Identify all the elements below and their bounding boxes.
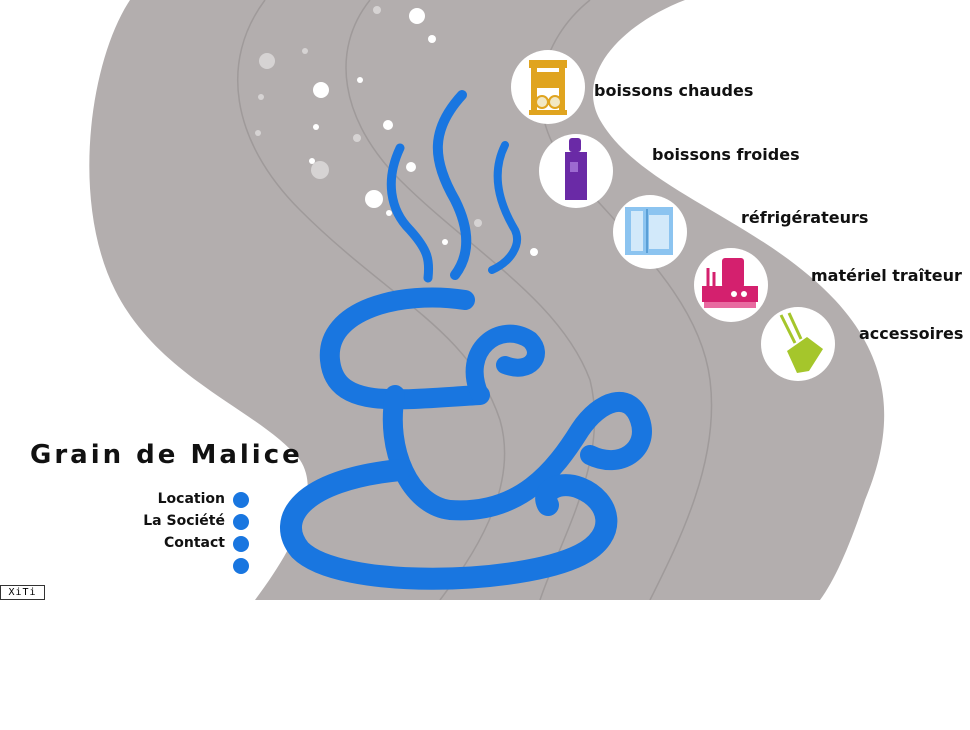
- refrigerator-icon: [625, 207, 673, 255]
- category-label: matériel traîteur: [811, 266, 962, 285]
- category-image: [761, 307, 835, 381]
- category-image: [694, 248, 768, 322]
- bullet-icon: [233, 558, 249, 574]
- steam-icon: [386, 90, 521, 283]
- nav-location[interactable]: Location: [140, 490, 249, 510]
- bullet-icon: [233, 536, 249, 552]
- coffee-cup-icon: [280, 287, 652, 590]
- background-art: [89, 0, 885, 600]
- category-image: [539, 134, 613, 208]
- category-label: boissons froides: [652, 145, 800, 164]
- home-banner: boissons chaudes boissons froides réfrig…: [0, 0, 964, 600]
- bullet-icon: [233, 514, 249, 530]
- bullet-icon: [233, 492, 249, 508]
- main-nav: Location La Société Contact: [140, 490, 249, 580]
- water-cooler-icon: [565, 138, 587, 200]
- bubbles: [255, 6, 538, 256]
- category-image: [613, 195, 687, 269]
- coffee-machine-icon: [529, 60, 567, 115]
- category-label: réfrigérateurs: [741, 208, 869, 227]
- nav-la-societe[interactable]: La Société: [140, 512, 249, 532]
- catering-equipment-icon: [702, 258, 758, 308]
- xiti-badge[interactable]: XiTi: [0, 585, 45, 600]
- nav-label: Contact: [164, 535, 225, 551]
- nav-contact[interactable]: Contact: [140, 534, 249, 554]
- nav-label: La Société: [143, 513, 225, 529]
- category-image: [511, 50, 585, 124]
- brand-title: Grain de Malice: [30, 440, 303, 470]
- category-label: boissons chaudes: [594, 81, 754, 100]
- nav-empty[interactable]: [140, 556, 249, 576]
- category-label: accessoires: [859, 324, 964, 343]
- grey-s-band: [89, 0, 885, 600]
- accessory-icon: [779, 312, 823, 373]
- nav-label: Location: [157, 491, 225, 507]
